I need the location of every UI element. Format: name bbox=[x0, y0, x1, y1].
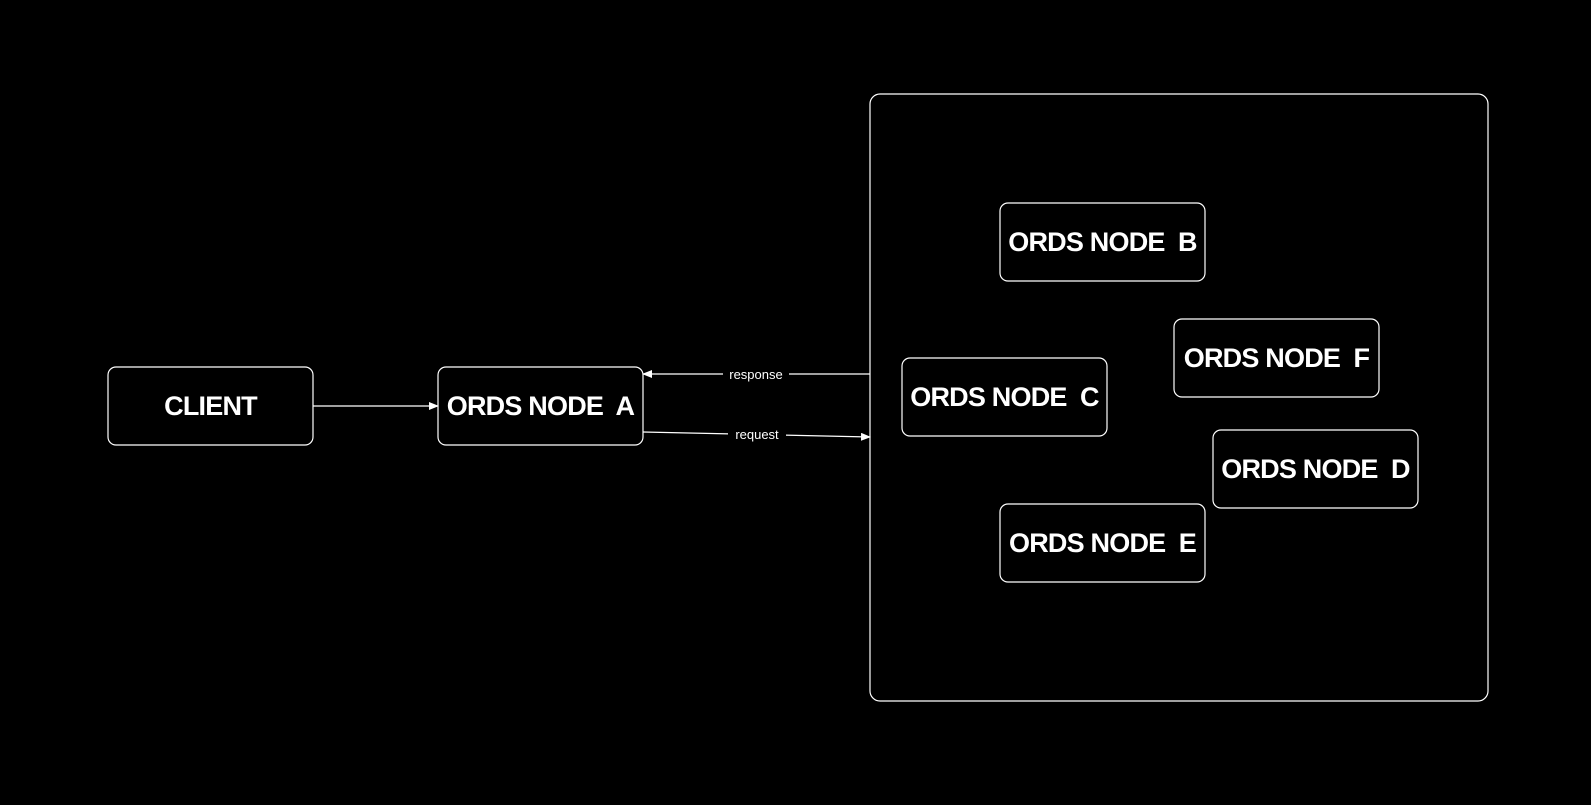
ords-node-e-box[interactable] bbox=[999, 503, 1206, 583]
ords-node-d-box[interactable] bbox=[1212, 429, 1419, 509]
ords-node-a-box[interactable] bbox=[437, 366, 644, 446]
request-label: request bbox=[735, 427, 779, 442]
response-label: response bbox=[729, 367, 782, 382]
ords-node-f-label: ORDS NODE F bbox=[1184, 343, 1370, 373]
ords-node-e[interactable]: ORDS NODE E bbox=[999, 503, 1206, 583]
ords-node-c[interactable]: ORDS NODE C bbox=[901, 357, 1108, 437]
ords-node-e-label: ORDS NODE E bbox=[1009, 528, 1196, 558]
request-label-bg bbox=[728, 424, 786, 444]
ords-node-c-box[interactable] bbox=[901, 357, 1108, 437]
client-node[interactable]: CLIENT bbox=[107, 366, 314, 446]
client-node-box[interactable] bbox=[107, 366, 314, 446]
ords-cluster-container[interactable] bbox=[869, 93, 1489, 702]
response-label-bg bbox=[723, 364, 789, 384]
ords-node-c-label: ORDS NODE C bbox=[910, 382, 1099, 412]
ords-node-a-label: ORDS NODE A bbox=[447, 391, 635, 421]
ords-node-b[interactable]: ORDS NODE B bbox=[999, 202, 1206, 282]
client-node-label: CLIENT bbox=[164, 391, 258, 421]
ords-node-f[interactable]: ORDS NODE F bbox=[1173, 318, 1380, 398]
ords-node-b-box[interactable] bbox=[999, 202, 1206, 282]
ords-node-b-label: ORDS NODE B bbox=[1008, 227, 1197, 257]
ords-node-d-label: ORDS NODE D bbox=[1221, 454, 1410, 484]
ords-node-f-box[interactable] bbox=[1173, 318, 1380, 398]
ords-node-d[interactable]: ORDS NODE D bbox=[1212, 429, 1419, 509]
ords-node-a[interactable]: ORDS NODE A bbox=[437, 366, 644, 446]
